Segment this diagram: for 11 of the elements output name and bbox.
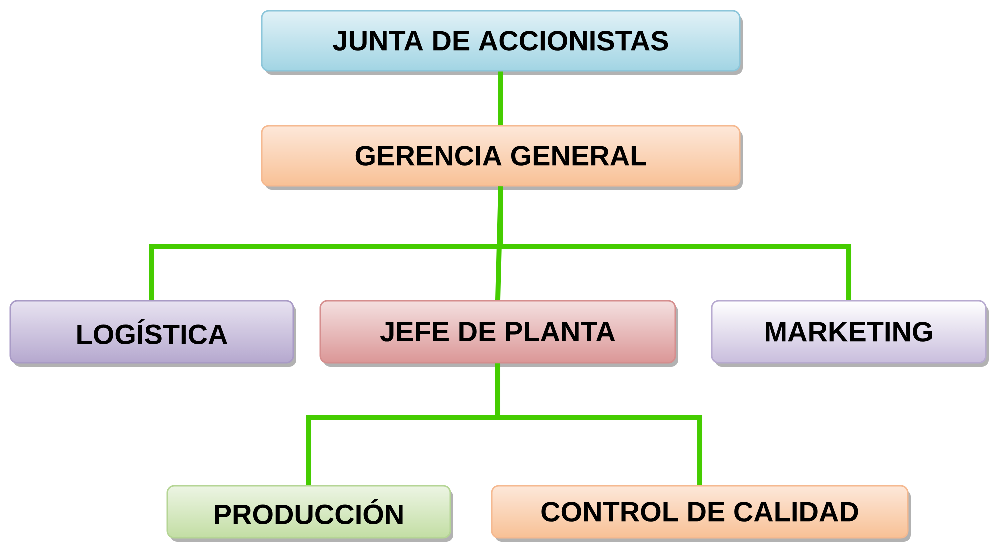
org-box: CONTROL DE CALIDAD xyxy=(491,485,911,542)
connector-line xyxy=(498,72,504,126)
org-box: JEFE DE PLANTA xyxy=(320,300,678,367)
connector-line xyxy=(496,364,702,486)
connector-line xyxy=(498,186,852,300)
connector-line xyxy=(496,186,504,300)
org-box: PRODUCCIÓN xyxy=(166,485,454,542)
org-box: GERENCIA GENERAL xyxy=(261,125,743,190)
org-box: JUNTA DE ACCIONISTAS xyxy=(261,10,743,75)
org-box: MARKETING xyxy=(711,300,989,367)
org-box: LOGÍSTICA xyxy=(10,300,296,367)
